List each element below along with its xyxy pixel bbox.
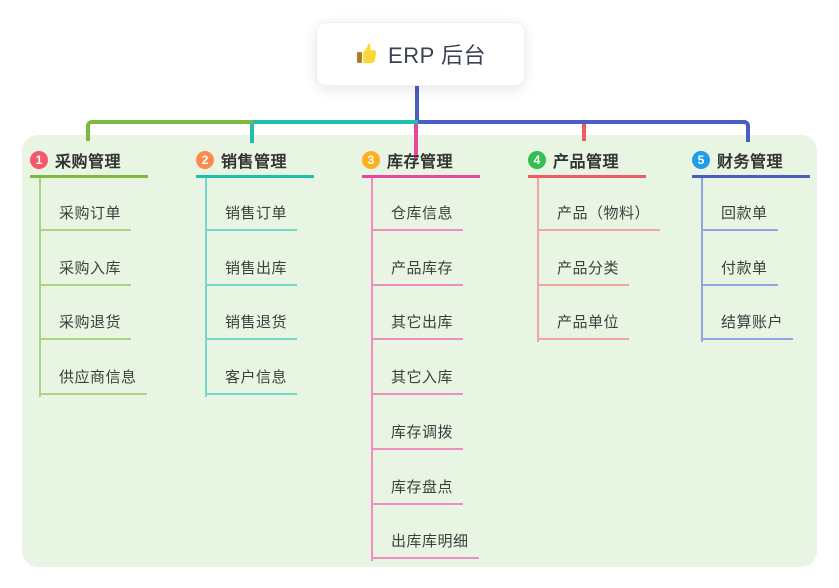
leaf-node[interactable]: 库存盘点 xyxy=(371,478,464,505)
branch-drop-line xyxy=(414,124,418,158)
branch-trunk-line xyxy=(39,177,41,397)
bus-line xyxy=(418,120,746,124)
leaf-node[interactable]: 供应商信息 xyxy=(39,368,147,395)
root-connector-line xyxy=(415,83,419,124)
leaf-node[interactable]: 结算账户 xyxy=(701,313,794,340)
leaf-node[interactable]: 其它出库 xyxy=(371,313,464,340)
branch-header[interactable]: 4 产品管理 xyxy=(528,147,646,178)
leaf-node[interactable]: 产品分类 xyxy=(537,259,630,286)
bus-line xyxy=(94,120,253,124)
leaf-node[interactable]: 产品单位 xyxy=(537,313,630,340)
leaf-node[interactable]: 销售订单 xyxy=(205,204,298,231)
branch-label: 采购管理 xyxy=(55,154,122,171)
leaf-node[interactable]: 出库库明细 xyxy=(371,532,479,559)
branch-drop-line xyxy=(250,124,254,143)
branch-drop-line xyxy=(582,124,586,141)
leaf-node[interactable]: 回款单 xyxy=(701,204,778,231)
branch-trunk-line xyxy=(371,177,373,561)
bus-line xyxy=(253,120,418,124)
leaf-node[interactable]: 销售退货 xyxy=(205,313,298,340)
branches-background-panel xyxy=(22,135,817,567)
leaf-node[interactable]: 采购入库 xyxy=(39,259,132,286)
branch-trunk-line xyxy=(537,177,539,342)
leaf-node[interactable]: 采购订单 xyxy=(39,204,132,231)
branch-header[interactable]: 3 库存管理 xyxy=(362,147,480,178)
leaf-node[interactable]: 库存调拨 xyxy=(371,423,464,450)
branch-label: 产品管理 xyxy=(553,154,620,171)
root-node[interactable]: ERP 后台 xyxy=(316,22,525,86)
branch-corner-line xyxy=(740,120,750,142)
branch-trunk-line xyxy=(205,177,207,397)
branch-label: 财务管理 xyxy=(717,154,784,171)
branch-number-badge: 3 xyxy=(362,151,380,169)
thumbs-up-icon xyxy=(355,42,379,66)
leaf-node[interactable]: 仓库信息 xyxy=(371,204,464,231)
branch-number-badge: 5 xyxy=(692,151,710,169)
branch-label: 库存管理 xyxy=(387,154,454,171)
branch-label: 销售管理 xyxy=(221,154,288,171)
branch-header[interactable]: 5 财务管理 xyxy=(692,147,810,178)
leaf-node[interactable]: 产品库存 xyxy=(371,259,464,286)
branch-number-badge: 4 xyxy=(528,151,546,169)
branch-trunk-line xyxy=(701,177,703,342)
leaf-node[interactable]: 客户信息 xyxy=(205,368,298,395)
leaf-node[interactable]: 产品（物料） xyxy=(537,204,661,231)
leaf-node[interactable]: 付款单 xyxy=(701,259,778,286)
branch-number-badge: 1 xyxy=(30,151,48,169)
branch-header[interactable]: 1 采购管理 xyxy=(30,147,148,178)
leaf-node[interactable]: 采购退货 xyxy=(39,313,132,340)
branch-header[interactable]: 2 销售管理 xyxy=(196,147,314,178)
leaf-node[interactable]: 其它入库 xyxy=(371,368,464,395)
leaf-node[interactable]: 销售出库 xyxy=(205,259,298,286)
branch-corner-line xyxy=(86,120,96,141)
root-node-label: ERP 后台 xyxy=(388,43,486,68)
branch-number-badge: 2 xyxy=(196,151,214,169)
